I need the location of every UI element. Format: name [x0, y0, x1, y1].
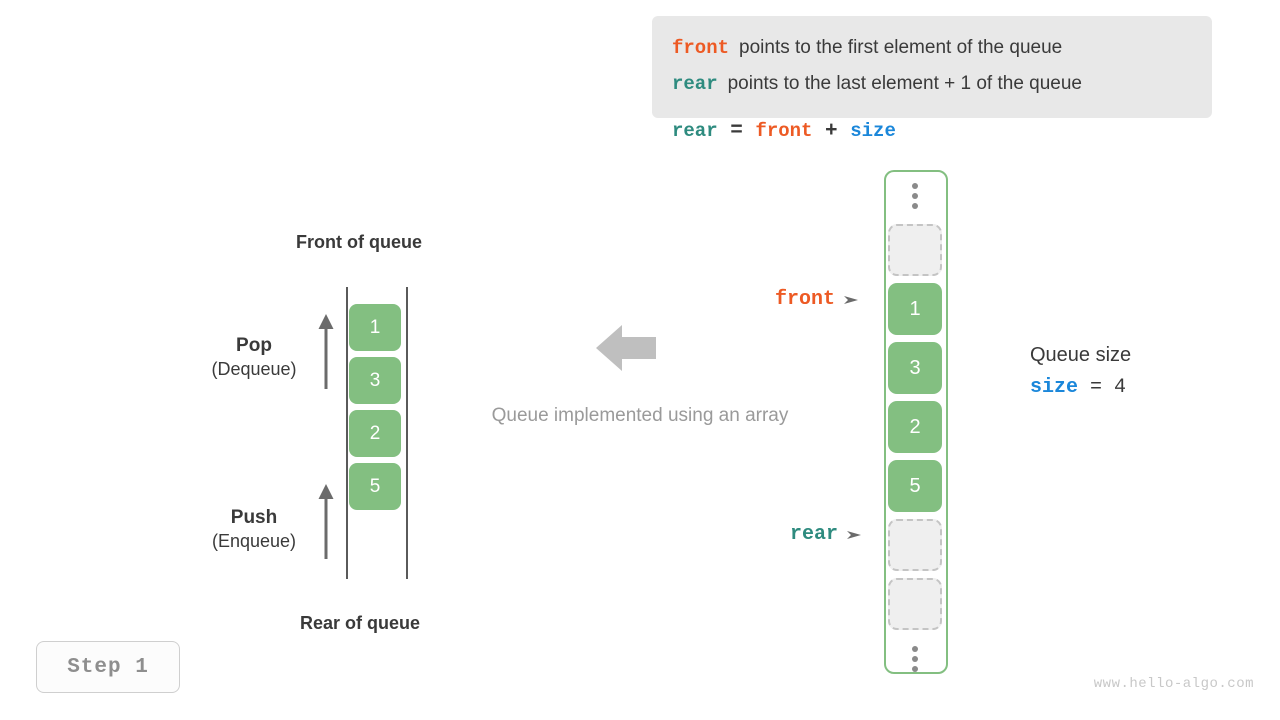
rear-definition-line: rear points to the last element + 1 of th… [672, 66, 1192, 102]
array-slot-filled: 3 [888, 342, 942, 394]
ellipsis-dot [912, 203, 918, 209]
array-slot-empty [888, 578, 942, 630]
front-keyword: front [672, 37, 730, 59]
up-arrow-icon [318, 484, 334, 559]
diagram-caption: Queue implemented using an array [491, 405, 789, 426]
array-slot-filled: 2 [888, 401, 942, 453]
array-cells: 1 3 2 5 [888, 174, 944, 687]
array-slot-filled: 1 [888, 283, 942, 335]
queue-cell: 2 [349, 410, 401, 457]
front-definition-line: front points to the first element of the … [672, 30, 1192, 66]
front-pointer-text: front [775, 288, 836, 311]
queue-guide-line-left [346, 287, 348, 579]
left-arrow-icon [596, 325, 656, 371]
up-arrow-icon [318, 314, 334, 389]
push-label-text: Push [230, 507, 278, 528]
size-value: 4 [1114, 376, 1127, 399]
ellipsis-dot [912, 183, 918, 189]
rear-of-queue-label: Rear of queue [300, 613, 421, 633]
rear-keyword: rear [672, 73, 718, 95]
queue-cell: 1 [349, 304, 401, 351]
front-definition-text: points to the first element of the queue [739, 37, 1063, 58]
pop-label-text: Pop [236, 335, 272, 356]
ellipsis-dot [912, 646, 918, 652]
rear-pointer-text: rear [790, 523, 839, 546]
queue-cell: 5 [349, 463, 401, 510]
rear-formula: rear = front + size [672, 120, 896, 143]
array-ellipsis-bottom [888, 637, 942, 681]
array-slot-filled: 5 [888, 460, 942, 512]
ellipsis-dot [912, 666, 918, 672]
formula-front-term: front [755, 120, 813, 142]
front-pointer-label: front [775, 288, 860, 311]
pop-alt-text: (Dequeue) [211, 359, 297, 379]
queue-stack: 1 3 2 5 [349, 304, 401, 516]
array-slot-empty [888, 519, 942, 571]
formula-size-term: size [850, 120, 896, 142]
watermark: www.hello-algo.com [1093, 676, 1254, 692]
pointer-arrow-icon [847, 530, 862, 539]
formula-rear-term: rear [672, 120, 718, 142]
queue-size-note: Queue size size = 4 [1030, 344, 1131, 399]
rear-pointer-label: rear [790, 523, 863, 546]
array-slot-empty [888, 224, 942, 276]
pointer-definitions-box: front points to the first element of the … [652, 16, 1212, 118]
push-operation-label: Push (Enqueue) [196, 507, 312, 552]
queue-size-title: Queue size [1030, 344, 1132, 366]
ellipsis-dot [912, 193, 918, 199]
array-frame [884, 170, 948, 674]
queue-cell: 3 [349, 357, 401, 404]
pop-operation-label: Pop (Dequeue) [196, 335, 312, 380]
size-variable: size [1030, 376, 1079, 399]
size-equals: = [1078, 376, 1115, 399]
push-alt-text: (Enqueue) [211, 531, 297, 551]
queue-size-expression: size = 4 [1030, 376, 1131, 399]
formula-plus: + [812, 120, 851, 143]
pointer-arrow-icon [844, 295, 859, 304]
step-badge: Step 1 [36, 641, 180, 693]
rear-definition-text: points to the last element + 1 of the qu… [727, 73, 1082, 94]
array-ellipsis-top [888, 174, 942, 218]
queue-guide-line-right [406, 287, 408, 579]
front-of-queue-label: Front of queue [296, 232, 422, 252]
formula-equals: = [717, 120, 756, 143]
ellipsis-dot [912, 656, 918, 662]
